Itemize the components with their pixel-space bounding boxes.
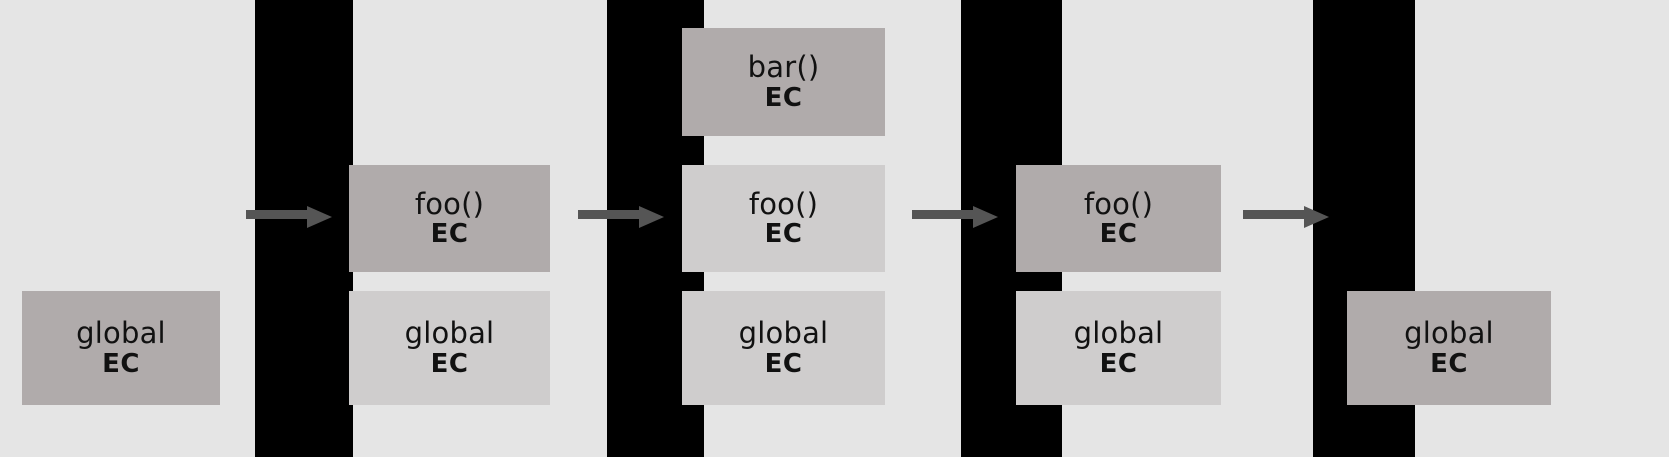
stage-panel-1: global EC [0, 0, 255, 457]
arrow-shaft [912, 210, 975, 219]
frame-name: foo() [1083, 186, 1154, 221]
frame-name: foo() [748, 186, 819, 221]
frame-global: global EC [22, 291, 220, 405]
frame-global: global EC [1016, 291, 1221, 405]
arrow-shaft [246, 210, 309, 219]
frame-global: global EC [1347, 291, 1551, 405]
arrow-shaft [1243, 210, 1306, 219]
arrow-head [639, 206, 664, 228]
frame-name: global [76, 316, 166, 351]
frame-tag: EC [764, 219, 803, 250]
arrow-head [1304, 206, 1329, 228]
frame-tag: EC [764, 82, 803, 113]
frame-foo: foo() EC [1016, 165, 1221, 272]
frame-bar: bar() EC [682, 28, 885, 136]
arrow-shaft [578, 210, 641, 219]
frame-global: global EC [349, 291, 550, 405]
transition-arrow-2 [578, 206, 664, 228]
frame-global: global EC [682, 291, 885, 405]
frame-name: global [738, 316, 829, 351]
frame-tag: EC [764, 348, 803, 379]
stage-panel-3: bar() EC foo() EC global EC [682, 0, 961, 457]
separator-band-1 [255, 0, 353, 457]
frame-foo: foo() EC [682, 165, 885, 272]
frame-tag: EC [102, 348, 140, 379]
frame-tag: EC [1099, 219, 1138, 250]
frame-name: bar() [747, 50, 820, 85]
frame-name: global [1404, 316, 1494, 351]
frame-name: global [1073, 316, 1164, 351]
frame-tag: EC [430, 219, 469, 250]
stage-panel-5: global EC [1347, 0, 1669, 457]
frame-foo: foo() EC [349, 165, 550, 272]
frame-name: foo() [414, 186, 485, 221]
frame-tag: EC [430, 348, 469, 379]
frame-tag: EC [1430, 348, 1468, 379]
transition-arrow-4 [1243, 206, 1329, 228]
arrow-head [307, 206, 332, 228]
transition-arrow-3 [912, 206, 998, 228]
arrow-head [973, 206, 998, 228]
stage-panel-2: foo() EC global EC [349, 0, 607, 457]
frame-name: global [404, 316, 495, 351]
stage-panel-4: foo() EC global EC [1016, 0, 1313, 457]
frame-tag: EC [1099, 348, 1138, 379]
transition-arrow-1 [246, 206, 332, 228]
